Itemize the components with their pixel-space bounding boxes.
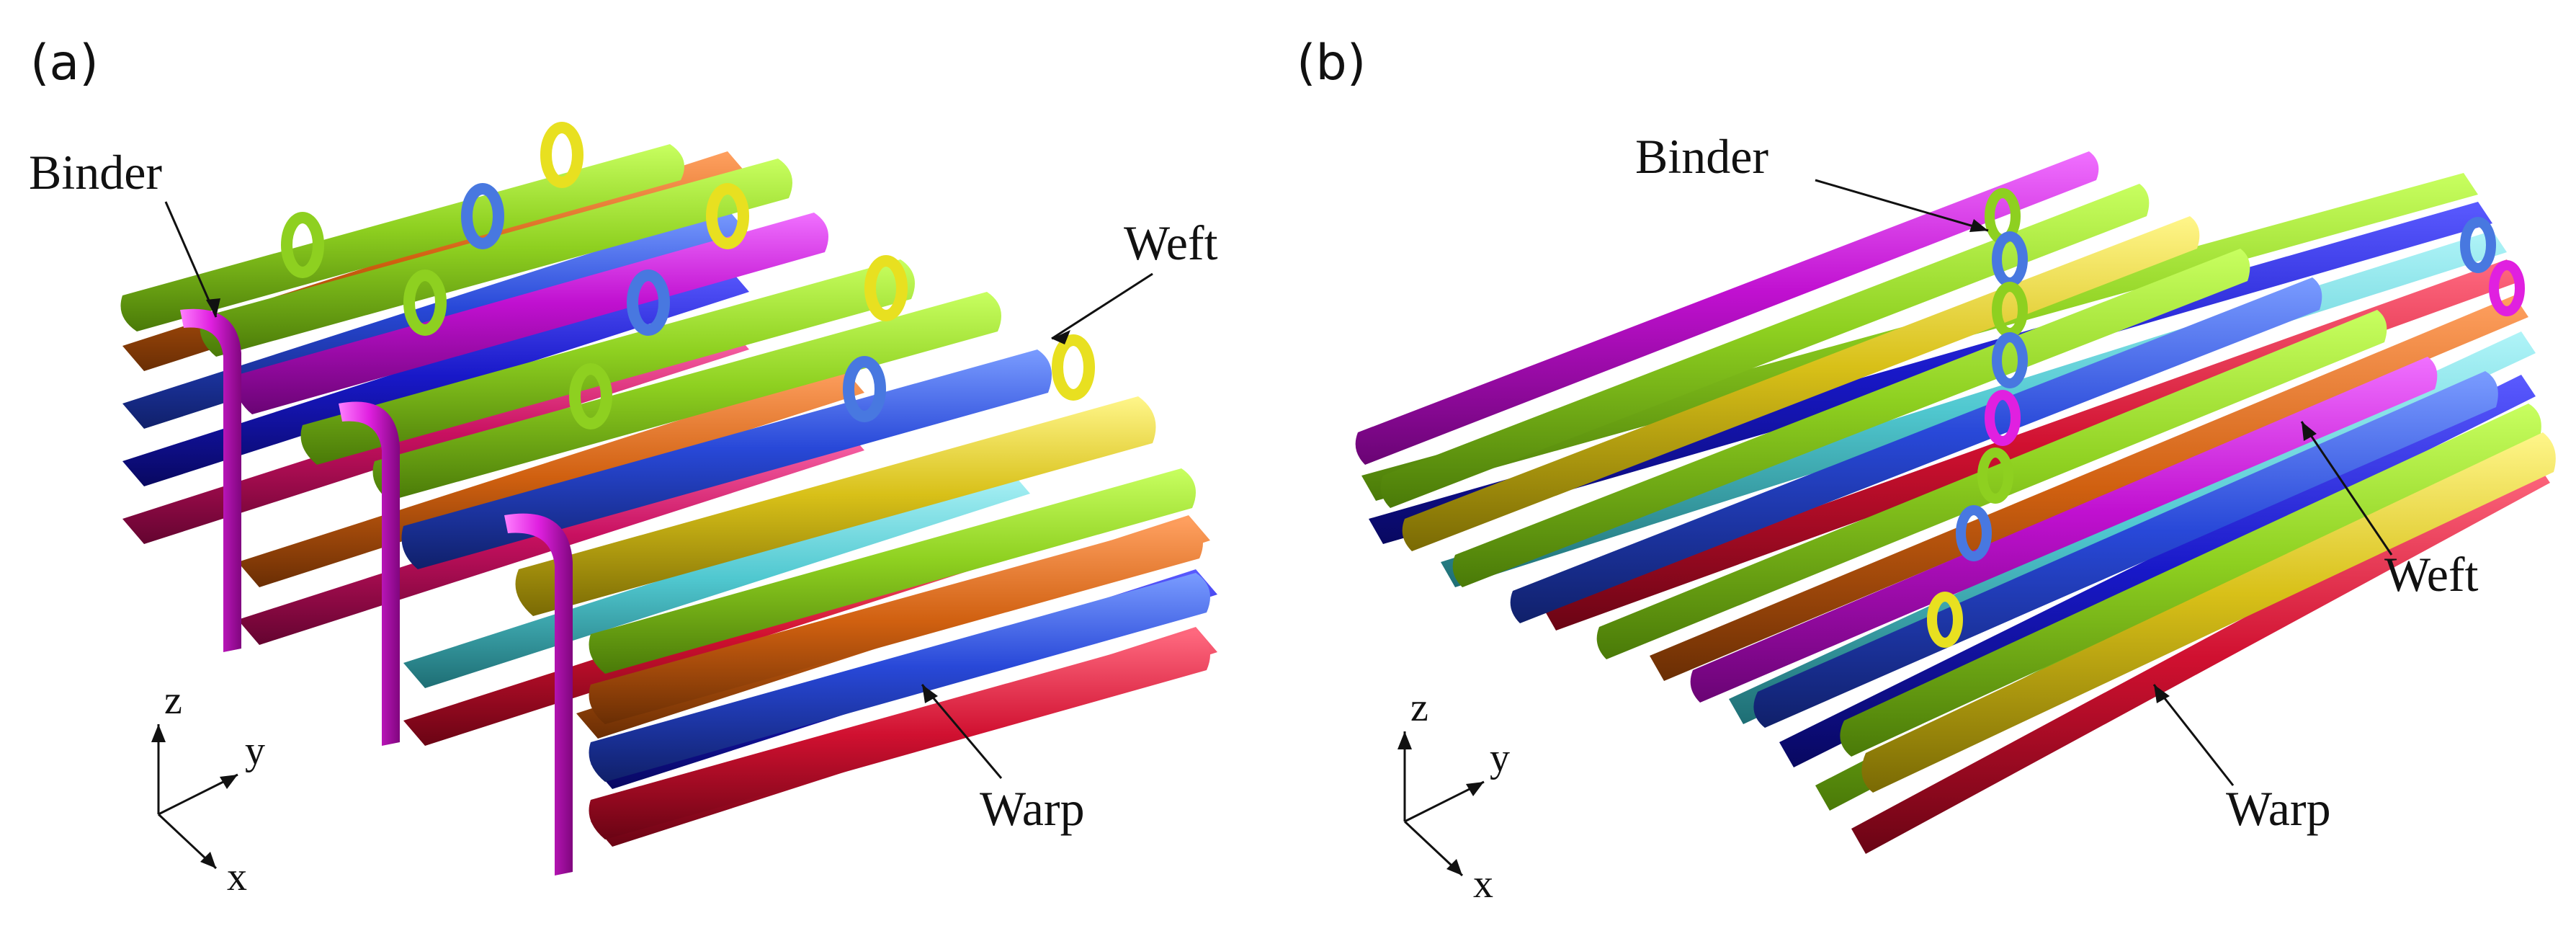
arrowhead [2154,685,2170,703]
binder-yarn [339,401,400,746]
binder-yarn [180,308,241,652]
panel-a-axis-x: x [227,855,247,899]
weft-yarn [120,144,684,331]
weft-yarn [401,349,1052,569]
panel-a: (a) [29,35,1218,899]
arrowhead [1052,330,1070,344]
binder-loop [461,183,504,249]
panel-a-weft-layers [120,144,1210,839]
binder-loop [1985,390,2021,446]
weft-yarn [589,519,1203,724]
binder-loop [540,122,583,188]
weft-yarn [515,396,1156,616]
weft-yarn [200,159,792,357]
weft-yarn [589,573,1210,782]
panel-b-warp-label: Warp [2226,781,2331,836]
weft-yarn [1690,357,2438,703]
panel-a-binder-yarns [180,122,1095,876]
binder-loop [1927,592,1963,648]
weft-yarn [589,468,1196,674]
binder-loop [1052,334,1095,401]
binder-loop [706,183,749,249]
panel-a-axes: z y x [151,678,265,899]
panel-a-axis-z: z [164,678,182,723]
warp-yarn [1650,295,2528,681]
warp-yarn [122,267,749,486]
panel-b: (b) [1297,35,2556,906]
weft-yarn [372,292,1001,501]
binder-loop [864,255,908,321]
panel-a-warp-arrow [921,684,1003,779]
panel-a-warp-label: Warp [980,781,1085,836]
panel-b-weft-label: Weft [2384,547,2479,602]
panel-b-binder-label: Binder [1635,129,1768,184]
panel-b-binder-arrow [1815,179,1989,232]
panel-b-axis-z: z [1410,685,1428,730]
arrowhead [1969,219,1988,232]
panel-a-axis-y: y [245,729,265,773]
panel-a-weft-arrow [1051,272,1153,340]
binder-loop [1977,447,2013,504]
binder-yarn [504,513,573,876]
binder-loop [281,212,324,278]
weft-yarn [300,259,915,465]
binder-loop [1992,332,2028,388]
weft-yarn [1355,151,2099,465]
panel-a-binder-label: Binder [29,145,162,200]
panel-b-label: (b) [1297,35,1366,92]
weft-yarn [1510,277,2322,623]
panel-b-weft-arrow [2300,421,2393,556]
arrowhead [922,685,938,703]
warp-yarn [1851,461,2550,854]
panel-b-binder-yarns [1927,188,2525,648]
binder-loop [1956,505,1992,561]
panel-b-warp-arrow [2152,684,2235,786]
binder-loop [569,363,612,429]
binder-loop [2460,217,2496,273]
weft-yarn [1840,404,2541,757]
weft-yarn [1452,249,2250,587]
weft-yarn [1380,184,2150,508]
binder-loop [843,356,886,422]
binder-loop [627,270,670,336]
panel-b-axis-y: y [1490,736,1510,780]
weft-yarn [589,631,1210,839]
weft-yarn [236,213,828,414]
panel-b-axis-x: x [1473,862,1493,906]
panel-a-binder-arrow [164,201,218,318]
binder-loop [2489,260,2525,316]
weft-yarn [1596,310,2387,659]
binder-loop [403,270,447,336]
panel-b-axes: z y x [1397,685,1510,906]
weft-yarn [1861,432,2556,793]
arrowhead [206,298,220,317]
panel-a-label: (a) [30,35,99,92]
panel-a-weft-label: Weft [1124,215,1218,270]
arrowhead [2302,422,2317,441]
